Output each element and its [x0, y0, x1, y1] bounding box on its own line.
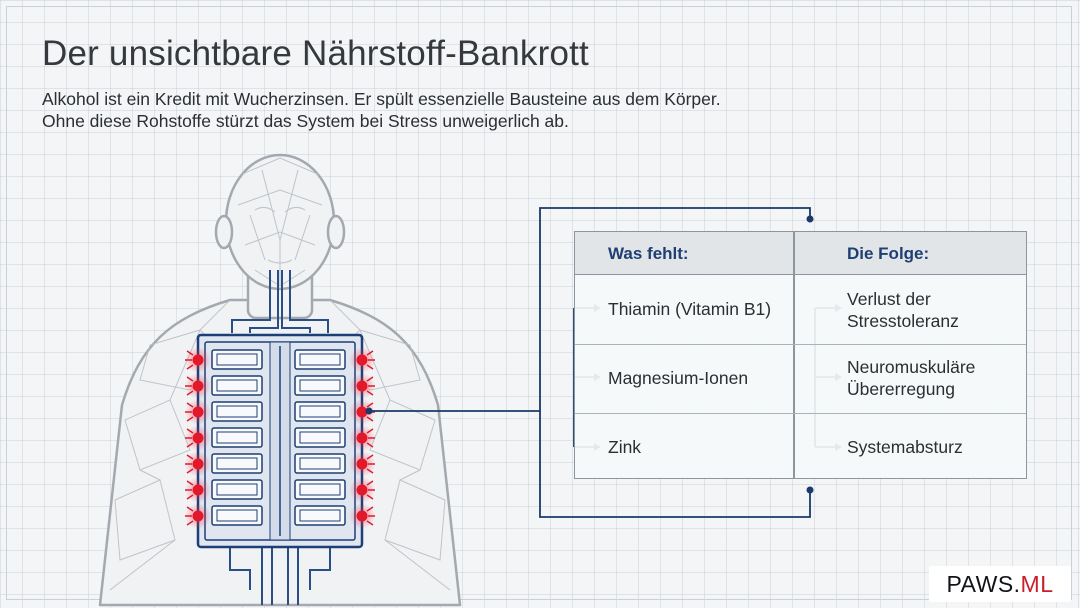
battery-cell-inner	[299, 353, 341, 366]
warning-rays	[185, 454, 194, 474]
paws-ml-logo[interactable]: PAWS.ML	[929, 566, 1071, 602]
warning-dot	[356, 354, 368, 366]
battery-cell-inner	[299, 509, 341, 522]
warning-dot	[356, 380, 368, 392]
battery-cell	[211, 401, 263, 422]
warning-rays	[185, 506, 194, 526]
missing-cell-1: Thiamin (Vitamin B1)	[608, 299, 772, 319]
battery-cell-inner	[299, 457, 341, 470]
header-die-folge: Die Folge:	[847, 244, 930, 263]
circuit-traces	[229, 270, 331, 605]
subtitle-line-2: Ohne diese Rohstoffe stürzt das System b…	[42, 111, 569, 131]
battery-cell	[294, 349, 346, 370]
battery-cell	[211, 453, 263, 474]
warning-rays	[366, 506, 375, 526]
consequence-2-line-1: Neuromuskuläre	[847, 357, 976, 377]
table-header	[575, 232, 1026, 275]
warning-rays	[366, 376, 375, 396]
warning-dot	[356, 510, 368, 522]
battery-cell	[211, 427, 263, 448]
nutrient-table: Was fehlt: Die Folge: Thiamin (Vitamin B…	[574, 231, 1027, 479]
warning-dot	[192, 484, 204, 496]
consequence-1-line-1: Verlust der	[847, 289, 931, 309]
battery-cell-inner	[299, 483, 341, 496]
subtitle: Alkohol ist ein Kredit mit Wucherzinsen.…	[42, 88, 721, 132]
battery-cell-inner	[216, 431, 258, 444]
logo-text-paws: PAWS.	[946, 571, 1021, 597]
battery-cell-inner	[299, 431, 341, 444]
warning-rays	[366, 454, 375, 474]
wireframe-mesh	[109, 157, 451, 591]
consequence-cell-1: Verlust der Stresstoleranz	[847, 288, 959, 332]
battery-cell	[211, 349, 263, 370]
battery-cells	[211, 349, 346, 526]
warning-rays	[185, 376, 194, 396]
warning-dot	[192, 380, 204, 392]
battery-cell	[294, 427, 346, 448]
warning-rays	[185, 402, 194, 422]
warning-dot	[192, 432, 204, 444]
table-row-divider	[575, 344, 1026, 345]
battery-cell-inner	[216, 483, 258, 496]
warning-dot	[192, 354, 204, 366]
battery-cell	[294, 375, 346, 396]
battery-cell-inner	[299, 379, 341, 392]
page-title: Der unsichtbare Nährstoff-Bankrott	[42, 34, 589, 73]
consequence-2-line-2: Übererregung	[847, 379, 955, 399]
battery-cell	[211, 479, 263, 500]
battery-cell-inner	[299, 405, 341, 418]
warning-dot	[356, 484, 368, 496]
battery-cell	[211, 505, 263, 526]
table-row-divider	[575, 413, 1026, 414]
warning-rays	[366, 350, 375, 370]
header-was-fehlt: Was fehlt:	[608, 244, 689, 263]
warning-rays	[185, 428, 194, 448]
missing-cell-3: Zink	[608, 437, 642, 457]
subtitle-line-1: Alkohol ist ein Kredit mit Wucherzinsen.…	[42, 89, 721, 109]
warning-rays	[185, 350, 194, 370]
battery-cell-inner	[216, 405, 258, 418]
battery-cell-inner	[216, 509, 258, 522]
warning-dot	[356, 432, 368, 444]
battery-cell	[294, 479, 346, 500]
battery-cell-inner	[216, 457, 258, 470]
logo-text-ml: ML	[1020, 571, 1054, 597]
warning-dot	[192, 510, 204, 522]
consequence-cell-2: Neuromuskuläre Übererregung	[847, 356, 975, 400]
battery-cell	[211, 375, 263, 396]
consequence-1-line-2: Stresstoleranz	[847, 311, 959, 331]
battery-cell	[294, 453, 346, 474]
battery-cell-inner	[216, 353, 258, 366]
missing-cell-2: Magnesium-Ionen	[608, 368, 749, 388]
battery-cell	[294, 505, 346, 526]
warning-dot	[192, 458, 204, 470]
warning-rays	[366, 480, 375, 500]
table-column-divider	[793, 232, 795, 478]
consequence-cell-3: Systemabsturz	[847, 437, 963, 457]
battery-cell-inner	[216, 379, 258, 392]
warning-dot	[356, 406, 368, 418]
warning-dot	[356, 458, 368, 470]
warning-rays	[366, 428, 375, 448]
battery-cell	[294, 401, 346, 422]
warning-dots	[185, 347, 375, 529]
warning-rays	[185, 480, 194, 500]
warning-dot	[192, 406, 204, 418]
